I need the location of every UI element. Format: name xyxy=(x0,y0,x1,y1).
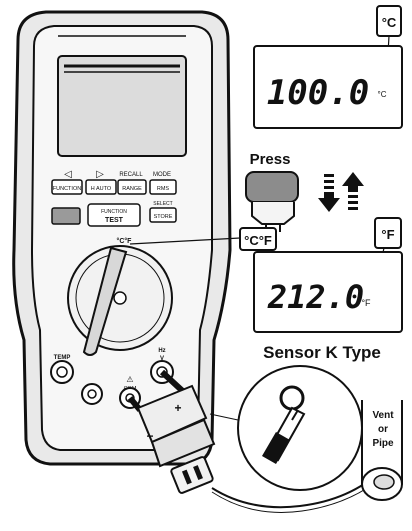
adapter-plus-sign: + xyxy=(174,401,181,415)
meter-lcd xyxy=(57,55,187,157)
fahrenheit-display-panel: °F 212.0 °F xyxy=(253,217,403,333)
magnified-circle xyxy=(237,365,363,491)
meter-button-range-label: RANGE xyxy=(122,186,142,192)
meter-arrow-right: ▷ xyxy=(96,169,104,180)
fahrenheit-unit-tag-text: °F xyxy=(381,227,394,242)
multimeter: ◁ ▷ RECALL MODE FUNCTION H AUTO RANGE RM… xyxy=(12,10,232,466)
meter-button-row-2: FUNCTION TEST SELECT STORE xyxy=(51,201,177,227)
vent-label-line-1: Vent xyxy=(372,410,394,421)
meter-dial-unit-label: °C°F xyxy=(117,237,133,245)
vent-label-line-3: Pipe xyxy=(372,438,394,449)
meter-select-label: SELECT xyxy=(153,201,172,207)
meter-dial-pointer xyxy=(82,246,128,356)
k-type-connector xyxy=(150,418,216,468)
thermocouple-adapter: + − xyxy=(127,369,387,513)
vent-label-line-2: or xyxy=(378,424,388,435)
celsius-lcd xyxy=(253,45,403,129)
celsius-reading: 100.0 xyxy=(267,73,369,113)
meter-jack-temp-label: TEMP xyxy=(54,355,71,361)
meter-button-function[interactable] xyxy=(51,179,83,195)
meter-button-hauto[interactable] xyxy=(85,179,117,195)
down-arrow-icon xyxy=(318,174,340,212)
celsius-unit-small: °C xyxy=(378,90,387,99)
meter-arrow-left: ◁ xyxy=(64,169,72,180)
meter-button-function-test-label-top: FUNCTION xyxy=(101,209,127,215)
meter-button-rms-label: RMS xyxy=(157,186,170,192)
meter-button-function-test-label: TEST xyxy=(105,217,124,224)
meter-button-hauto-label: H AUTO xyxy=(91,186,112,192)
press-button-cap[interactable] xyxy=(245,171,299,203)
press-label: Press xyxy=(250,151,291,168)
fahrenheit-lcd xyxy=(253,251,403,333)
meter-button-range[interactable] xyxy=(117,179,147,195)
fahrenheit-unit-tag xyxy=(374,217,402,249)
dial-callout-tag-text: °C°F xyxy=(244,233,272,248)
fahrenheit-reading: 212.0 xyxy=(267,278,364,316)
sensor-label: Sensor K Type xyxy=(263,343,381,362)
meter-button-function-test[interactable] xyxy=(87,203,141,227)
meter-button-rms[interactable] xyxy=(149,179,177,195)
sensor-magnified-view xyxy=(209,365,363,491)
meter-jack-hz-label: Hz xyxy=(158,348,165,354)
press-button-illustration: Press xyxy=(245,151,364,232)
adapter-body xyxy=(136,384,208,444)
meter-button-grey[interactable] xyxy=(51,207,81,225)
celsius-display-panel: °C 100.0 °C xyxy=(253,5,403,129)
meter-mode-label: MODE xyxy=(153,172,171,178)
meter-button-function-label: FUNCTION xyxy=(53,186,81,192)
dial-callout: °C°F xyxy=(129,227,277,251)
meter-recall-label: RECALL xyxy=(119,172,143,178)
fahrenheit-unit-small: °F xyxy=(361,298,371,308)
meter-jack-com-warning-icon: ⚠ xyxy=(126,375,133,384)
meter-button-row-1: FUNCTION H AUTO RANGE RMS xyxy=(51,179,177,195)
meter-jack-v-label: V xyxy=(160,356,164,362)
meter-button-store-label: STORE xyxy=(154,214,173,220)
dial-callout-tag xyxy=(239,227,277,251)
meter-button-store[interactable] xyxy=(149,207,177,223)
vent-pipe: Vent or Pipe xyxy=(361,400,403,501)
up-arrow-icon xyxy=(342,172,364,210)
celsius-unit-tag-text: °C xyxy=(382,15,397,30)
adapter-minus-sign: − xyxy=(146,429,153,443)
